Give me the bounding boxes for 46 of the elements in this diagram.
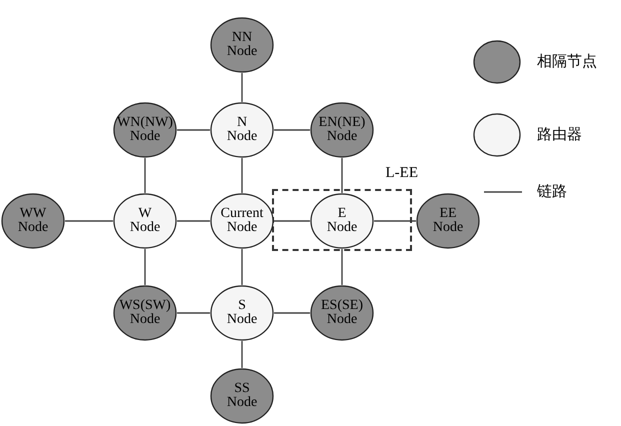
link-line xyxy=(341,249,343,285)
node-circle xyxy=(310,193,374,249)
node-circle xyxy=(310,285,374,341)
link-line xyxy=(274,220,310,222)
node-label: EE Node xyxy=(432,207,464,235)
legend-label: 相隔节点 xyxy=(537,52,597,71)
node-label: WS(SW) Node xyxy=(119,299,171,327)
node-label: NN Node xyxy=(226,31,258,59)
link-line xyxy=(144,158,146,193)
group-label: L-EE xyxy=(386,165,418,182)
node-label: EN(NE) Node xyxy=(318,116,366,144)
node-circle xyxy=(113,193,177,249)
node-circle xyxy=(210,285,274,341)
node-label: SS Node xyxy=(226,382,258,410)
link-line xyxy=(341,158,343,193)
link-line xyxy=(241,341,243,368)
link-line xyxy=(241,249,243,285)
node-circle xyxy=(210,17,274,73)
node-label: S Node xyxy=(226,299,258,327)
link-line xyxy=(177,220,210,222)
legend-label: 链路 xyxy=(537,182,567,201)
node-circle xyxy=(113,102,177,158)
node-label: WN(NW) Node xyxy=(117,116,173,144)
node-circle xyxy=(310,102,374,158)
legend-label: 路由器 xyxy=(537,125,582,144)
node-label: N Node xyxy=(226,116,258,144)
link-line xyxy=(241,73,243,102)
node-circle xyxy=(1,193,65,249)
link-line xyxy=(374,220,416,222)
node-label: Current Node xyxy=(220,207,264,235)
link-line xyxy=(274,312,310,314)
node-circle xyxy=(210,368,274,424)
link-line xyxy=(65,220,113,222)
node-label: WW Node xyxy=(18,207,48,235)
node-circle xyxy=(113,285,177,341)
node-label: ES(SE) Node xyxy=(321,299,363,327)
node-label: W Node xyxy=(130,207,160,235)
link-line xyxy=(144,249,146,285)
link-line xyxy=(241,158,243,193)
node-circle xyxy=(416,193,480,249)
link-line xyxy=(177,129,210,131)
node-circle xyxy=(210,102,274,158)
link-line xyxy=(177,312,210,314)
node-circle xyxy=(210,193,274,249)
node-label: E Node xyxy=(326,207,358,235)
link-line xyxy=(274,129,310,131)
